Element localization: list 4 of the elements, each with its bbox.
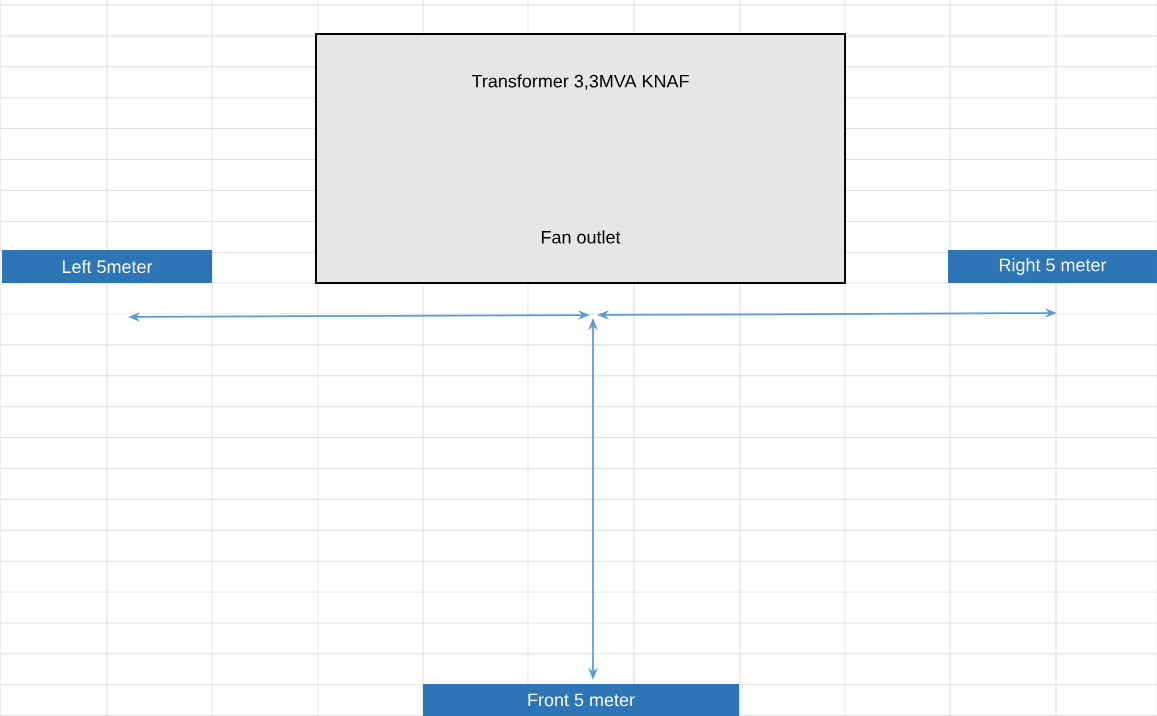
transformer-box: Transformer 3,3MVA KNAF Fan outlet <box>314 32 847 285</box>
label-box: Right 5 meter <box>947 249 1157 284</box>
label-box: Front 5 meter <box>423 684 739 716</box>
label-box: Left 5meter <box>2 249 212 284</box>
